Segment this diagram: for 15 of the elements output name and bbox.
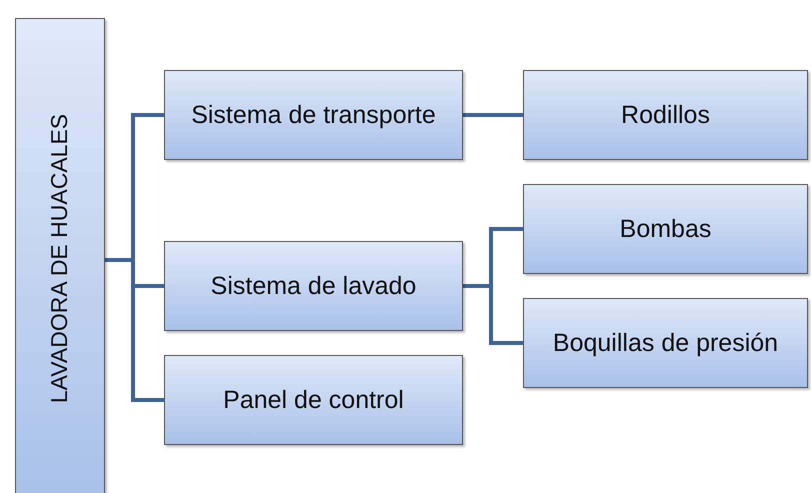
- title-box: [15, 18, 105, 493]
- box-label: Sistema de transporte: [191, 100, 436, 130]
- component-box: [164, 241, 463, 331]
- box-label: Sistema de lavado: [210, 272, 416, 300]
- box-label: Bombas: [620, 214, 712, 244]
- box-label: Boquillas de presión: [552, 328, 778, 358]
- box-label: Panel de control: [223, 386, 404, 414]
- component-box: [164, 70, 463, 160]
- component-box: [164, 355, 463, 445]
- component-box: [523, 70, 808, 160]
- box-label: LAVADORA DE HUACALES: [46, 113, 74, 403]
- component-box: [523, 184, 808, 274]
- box-label: Rodillos: [621, 100, 710, 130]
- connector-line: [463, 113, 523, 117]
- component-box: [523, 298, 808, 388]
